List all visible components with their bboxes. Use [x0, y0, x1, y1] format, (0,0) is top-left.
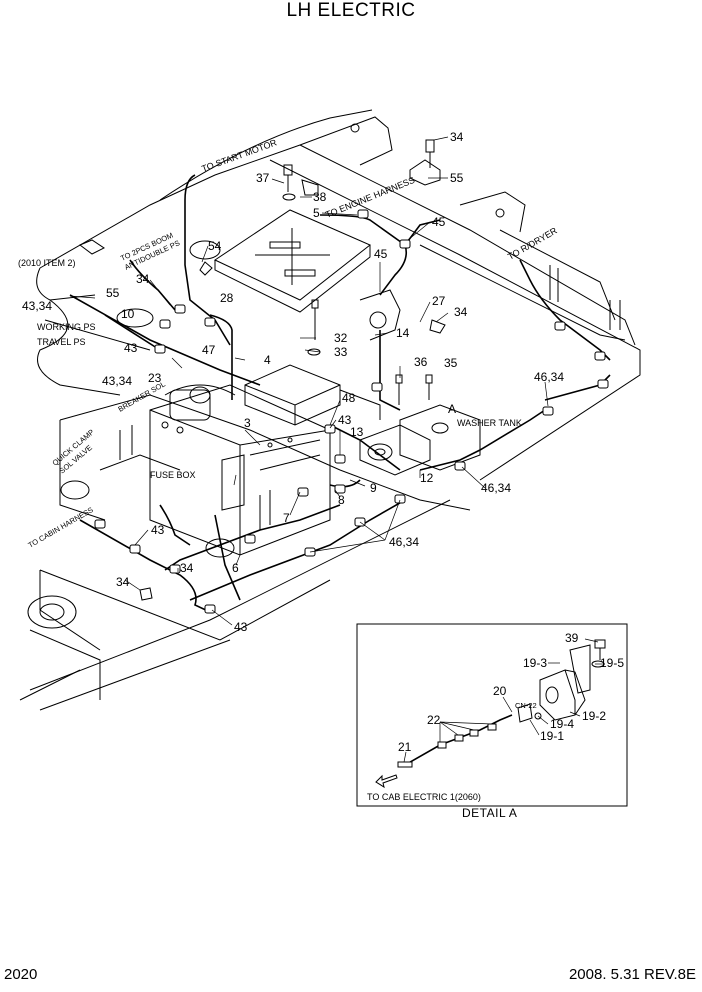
- callout: 5: [313, 206, 320, 220]
- callout: 46,34: [481, 481, 511, 495]
- callout: 46,34: [534, 370, 564, 384]
- harness-clamps: [94, 209, 609, 614]
- note-fuse-box: FUSE BOX: [150, 470, 196, 480]
- detail-a-panel: 39 19-3 19-5 20 CN-22 22 19-4 19-2 19-1 …: [356, 623, 628, 807]
- callout: 38: [313, 190, 327, 204]
- callout: 19-5: [600, 656, 624, 670]
- callout: 43,34: [22, 299, 52, 313]
- callout: 3: [244, 416, 251, 430]
- note-washer-tank: WASHER TANK: [457, 418, 522, 428]
- callout: 19-1: [540, 729, 564, 743]
- callout: 45: [374, 247, 388, 261]
- callout: 32: [334, 331, 348, 345]
- note-to-cab-electric: TO CAB ELECTRIC 1(2060): [367, 792, 481, 802]
- callout: 55: [450, 171, 464, 185]
- callout: 6: [232, 561, 239, 575]
- note-travel-ps: TRAVEL PS: [37, 337, 86, 347]
- note-item-2010: (2010 ITEM 2): [18, 258, 76, 268]
- callout: 23: [148, 371, 162, 385]
- callout: 46,34: [389, 535, 419, 549]
- callout: 12: [420, 471, 434, 485]
- leader-lines: [69, 136, 549, 626]
- lh-electric-diagram: TO START MOTOR TO ENGINE HARNESS TO R/DR…: [18, 109, 641, 807]
- callout: 19-2: [582, 709, 606, 723]
- note-cn22: CN-22: [515, 701, 537, 710]
- callout: 27: [432, 294, 446, 308]
- wire-harness: [69, 174, 611, 766]
- callout: 19-4: [550, 717, 574, 731]
- callout: 47: [202, 343, 216, 357]
- callout: 7: [283, 511, 290, 525]
- callout: 36: [414, 355, 428, 369]
- callout: 19-3: [523, 656, 547, 670]
- callout: 28: [220, 291, 234, 305]
- callout: 33: [334, 345, 348, 359]
- hardware-bolts: [79, 139, 446, 601]
- callout: 34: [180, 561, 194, 575]
- callout: 37: [256, 171, 270, 185]
- callout: 8: [338, 493, 345, 507]
- callout: 39: [565, 631, 579, 645]
- note-working-ps: WORKING PS: [37, 322, 96, 332]
- callout: 13: [350, 425, 364, 439]
- callout: 34: [454, 305, 468, 319]
- callout: 54: [208, 239, 222, 253]
- callout: 14: [396, 326, 410, 340]
- page-title: LH ELECTRIC: [286, 0, 416, 21]
- center-components: [119, 265, 621, 530]
- page-number: 2020: [4, 966, 38, 983]
- callout: 35: [444, 356, 458, 370]
- callout: 20: [493, 684, 507, 698]
- callout: 43: [234, 620, 248, 634]
- callout-numbers: 34 55 37 38 5 45 54 45 34 55 10 43,34 28…: [22, 130, 564, 634]
- revision-stamp: 2008. 5.31 REV.8E: [568, 966, 696, 983]
- callout: 34: [450, 130, 464, 144]
- note-to-start-motor: TO START MOTOR: [200, 137, 278, 174]
- callout: 55: [106, 286, 120, 300]
- callout: 43: [124, 341, 138, 355]
- callout: 4: [264, 353, 271, 367]
- note-to-cabin-harness: TO CABIN HARNESS: [27, 505, 95, 550]
- note-to-engine-harness: TO ENGINE HARNESS: [324, 175, 416, 220]
- callout: 43: [338, 413, 352, 427]
- callout: 21: [398, 740, 412, 754]
- callout: 22: [427, 713, 441, 727]
- detail-caption: DETAIL A: [462, 806, 518, 820]
- callout: 9: [370, 481, 377, 495]
- upper-frame: [19, 109, 641, 711]
- detail-marker-a: A: [448, 402, 456, 416]
- callout: 34: [136, 272, 150, 286]
- callout: 10: [121, 307, 135, 321]
- callout: 43,34: [102, 374, 132, 388]
- fuse-box-enclosure: [149, 384, 331, 556]
- callout: 48: [342, 391, 356, 405]
- callout: 43: [151, 523, 165, 537]
- callout: 34: [116, 575, 130, 589]
- callout: 45: [432, 215, 446, 229]
